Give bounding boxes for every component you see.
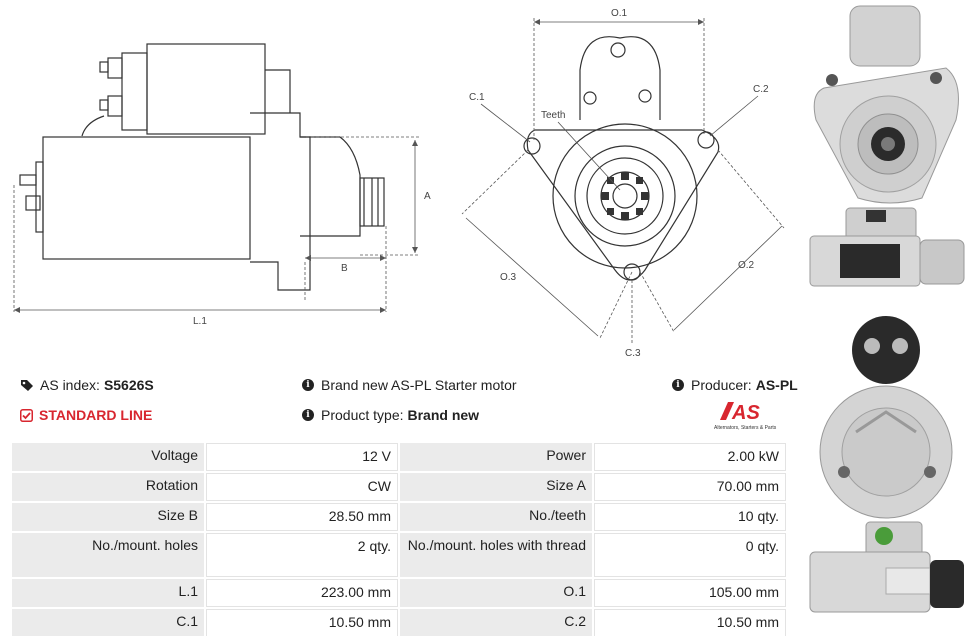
info-circle-icon: i bbox=[672, 379, 684, 391]
table-row: Size B 28.50 mm No./teeth 10 qty. bbox=[12, 503, 786, 531]
dim-label-o3: O.3 bbox=[500, 272, 517, 283]
spec-value: 2 qty. bbox=[206, 533, 398, 577]
dim-label-c2: C.2 bbox=[753, 84, 769, 95]
front-view-drawing: O.1 C.1 C.2 Teeth O.3 O.2 C.3 bbox=[461, 8, 785, 359]
photo-rear-view bbox=[819, 316, 953, 519]
spec-value: 2.00 kW bbox=[594, 443, 786, 471]
spec-value: CW bbox=[206, 473, 398, 501]
dim-label-l1: L.1 bbox=[193, 316, 207, 327]
producer-row: i Producer: AS-PL bbox=[672, 377, 798, 393]
spec-label: C.2 bbox=[400, 609, 592, 636]
spec-value: 70.00 mm bbox=[594, 473, 786, 501]
product-type-label: Product type: bbox=[321, 407, 404, 423]
spec-label: Power bbox=[400, 443, 592, 471]
spec-label: No./mount. holes bbox=[12, 533, 204, 577]
standard-line-row: STANDARD LINE bbox=[20, 407, 152, 423]
logo-text: AS bbox=[731, 402, 760, 424]
table-row: C.1 10.50 mm C.2 10.50 mm bbox=[12, 609, 786, 636]
specs-table: Voltage 12 V Power 2.00 kW Rotation CW S… bbox=[10, 441, 788, 636]
table-row: Rotation CW Size A 70.00 mm bbox=[12, 473, 786, 501]
side-view-drawing: A B L.1 bbox=[13, 43, 431, 327]
dim-label-a: A bbox=[424, 191, 431, 202]
spec-value: 223.00 mm bbox=[206, 579, 398, 607]
photo-side-view bbox=[809, 207, 965, 287]
producer-label: Producer: bbox=[691, 377, 752, 393]
info-circle-icon: i bbox=[302, 379, 314, 391]
description-row: i Brand new AS-PL Starter motor bbox=[302, 377, 517, 393]
table-row: Voltage 12 V Power 2.00 kW bbox=[12, 443, 786, 471]
dim-label-o1: O.1 bbox=[611, 8, 628, 19]
standard-line-label: STANDARD LINE bbox=[39, 407, 153, 423]
spec-label: Size B bbox=[12, 503, 204, 531]
spec-value: 12 V bbox=[206, 443, 398, 471]
table-row: L.1 223.00 mm O.1 105.00 mm bbox=[12, 579, 786, 607]
dim-label-teeth: Teeth bbox=[541, 110, 565, 121]
spec-value: 10 qty. bbox=[594, 503, 786, 531]
spec-label: C.1 bbox=[12, 609, 204, 636]
photo-front-view bbox=[813, 5, 959, 204]
product-description: Brand new AS-PL Starter motor bbox=[321, 377, 517, 393]
spec-label: No./teeth bbox=[400, 503, 592, 531]
product-photos bbox=[806, 0, 976, 636]
logo-tagline: Alternators, Starters & Parts bbox=[714, 425, 777, 431]
dim-label-b: B bbox=[341, 263, 348, 274]
product-type-value: Brand new bbox=[407, 407, 480, 423]
as-index-value: S5626S bbox=[103, 377, 154, 393]
spec-label: No./mount. holes with thread bbox=[400, 533, 592, 577]
spec-value: 10.50 mm bbox=[206, 609, 398, 636]
photo-label-view bbox=[809, 521, 964, 613]
as-pl-logo: AS Alternators, Starters & Parts bbox=[714, 402, 777, 431]
spec-label: Size A bbox=[400, 473, 592, 501]
tag-icon bbox=[21, 379, 33, 391]
dim-label-o2: O.2 bbox=[738, 260, 755, 271]
as-index-label: AS index: bbox=[40, 377, 100, 393]
spec-label: L.1 bbox=[12, 579, 204, 607]
product-type-row: i Product type: Brand new bbox=[302, 407, 479, 423]
check-square-icon bbox=[20, 408, 33, 422]
spec-value: 28.50 mm bbox=[206, 503, 398, 531]
technical-drawings: A B L.1 bbox=[0, 0, 800, 370]
spec-value: 105.00 mm bbox=[594, 579, 786, 607]
info-circle-icon: i bbox=[302, 409, 314, 421]
spec-label: Voltage bbox=[12, 443, 204, 471]
spec-value: 0 qty. bbox=[594, 533, 786, 577]
as-index-row: AS index: S5626S bbox=[20, 377, 154, 393]
spec-value: 10.50 mm bbox=[594, 609, 786, 636]
producer-value: AS-PL bbox=[755, 377, 798, 393]
spec-label: O.1 bbox=[400, 579, 592, 607]
dim-label-c1: C.1 bbox=[469, 92, 485, 103]
spec-label: Rotation bbox=[12, 473, 204, 501]
table-row: No./mount. holes 2 qty. No./mount. holes… bbox=[12, 533, 786, 577]
dim-label-c3: C.3 bbox=[625, 348, 641, 359]
